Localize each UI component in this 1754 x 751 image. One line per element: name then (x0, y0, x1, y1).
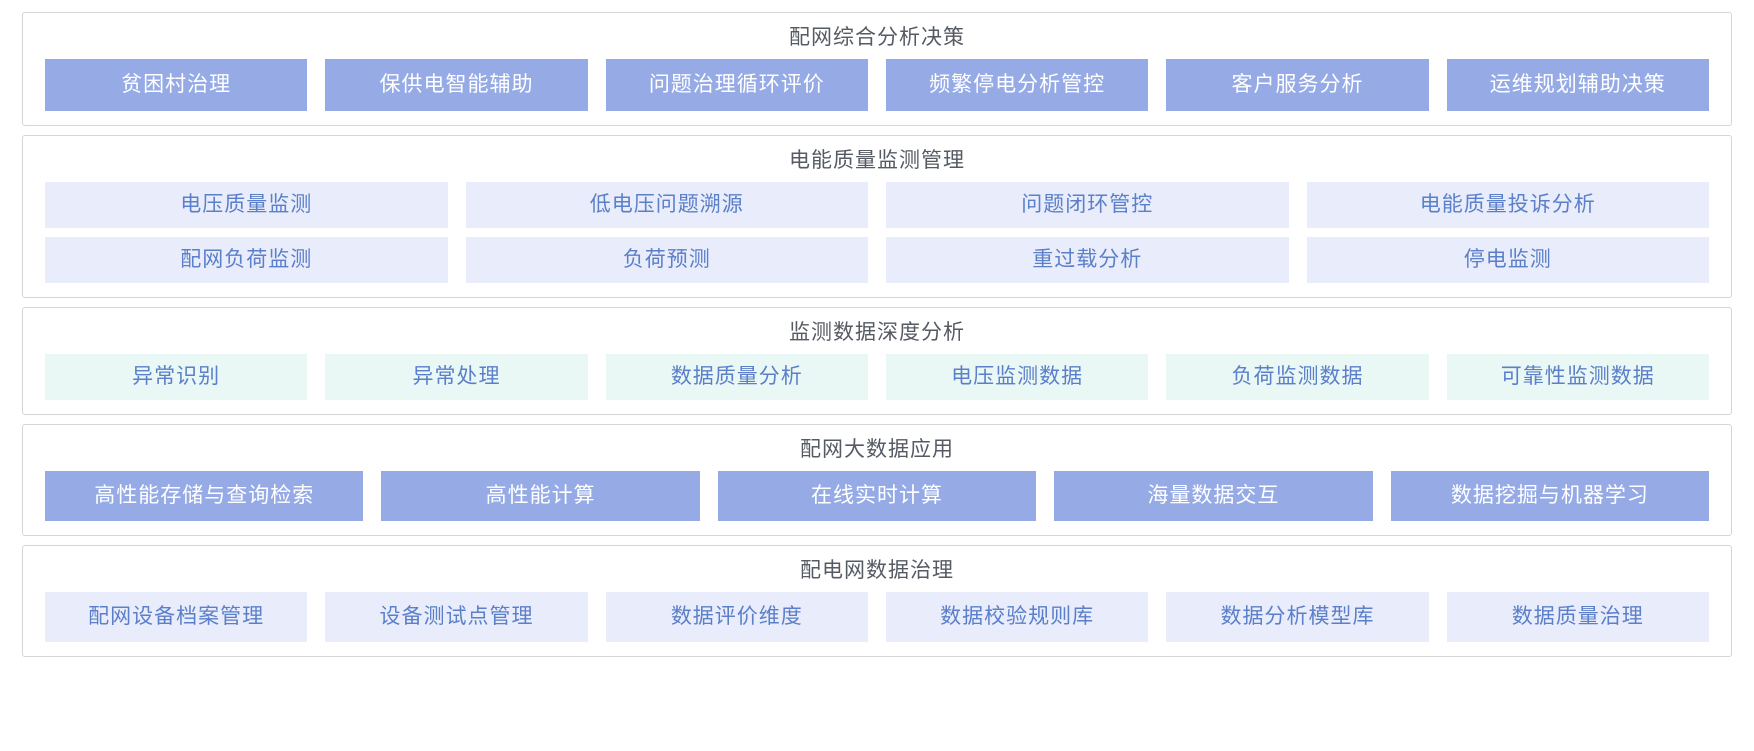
tile-button[interactable]: 高性能计算 (381, 471, 700, 521)
panel-peiwang-dashuju-yingyong: 配网大数据应用高性能存储与查询检索高性能计算在线实时计算海量数据交互数据挖掘与机… (22, 424, 1732, 536)
tile-button[interactable]: 设备测试点管理 (325, 592, 588, 642)
tile-button[interactable]: 问题闭环管控 (886, 182, 1289, 228)
tile-button[interactable]: 问题治理循环评价 (605, 59, 868, 111)
tile-button[interactable]: 数据质量分析 (605, 354, 868, 400)
panel-peiwang-zonghe-fenxi-juece: 配网综合分析决策贫困村治理保供电智能辅助问题治理循环评价频繁停电分析管控客户服务… (22, 12, 1732, 126)
tile-button[interactable]: 数据校验规则库 (885, 592, 1149, 642)
tile-button[interactable]: 可靠性监测数据 (1446, 354, 1709, 400)
tile-row: 贫困村治理保供电智能辅助问题治理循环评价频繁停电分析管控客户服务分析运维规划辅助… (45, 59, 1709, 111)
tile-button[interactable]: 数据质量治理 (1446, 592, 1709, 642)
tile-button[interactable]: 负荷预测 (465, 237, 868, 283)
tile-row: 配网设备档案管理设备测试点管理数据评价维度数据校验规则库数据分析模型库数据质量治… (45, 592, 1709, 642)
tile-button[interactable]: 数据挖掘与机器学习 (1390, 471, 1710, 521)
tile-row: 高性能存储与查询检索高性能计算在线实时计算海量数据交互数据挖掘与机器学习 (45, 471, 1710, 521)
tile-button[interactable]: 电能质量投诉分析 (1306, 182, 1709, 228)
panel-title-peiwang-zonghe-fenxi-juece: 配网综合分析决策 (789, 26, 965, 49)
panel-peidianwang-shuju-zhili: 配电网数据治理配网设备档案管理设备测试点管理数据评价维度数据校验规则库数据分析模… (22, 545, 1732, 657)
tile-button[interactable]: 异常识别 (45, 354, 308, 400)
tile-button[interactable]: 负荷监测数据 (1166, 354, 1429, 400)
tile-row: 电压质量监测低电压问题溯源问题闭环管控电能质量投诉分析 (45, 182, 1709, 228)
tile-button[interactable]: 异常处理 (325, 354, 588, 400)
tile-button[interactable]: 数据分析模型库 (1166, 592, 1429, 642)
tile-button[interactable]: 配网负荷监测 (45, 237, 448, 283)
tile-button[interactable]: 电压监测数据 (885, 354, 1149, 400)
tile-button[interactable]: 频繁停电分析管控 (885, 59, 1149, 111)
tile-button[interactable]: 在线实时计算 (717, 471, 1037, 521)
tile-row: 配网负荷监测负荷预测重过载分析停电监测 (45, 237, 1709, 283)
tile-button[interactable]: 客户服务分析 (1166, 59, 1429, 111)
tile-button[interactable]: 运维规划辅助决策 (1446, 59, 1709, 111)
panel-jiance-shuju-shendu-fenxi: 监测数据深度分析异常识别异常处理数据质量分析电压监测数据负荷监测数据可靠性监测数… (22, 307, 1732, 415)
panel-title-peidianwang-shuju-zhili: 配电网数据治理 (800, 559, 954, 582)
tile-button[interactable]: 数据评价维度 (605, 592, 868, 642)
tile-button[interactable]: 保供电智能辅助 (325, 59, 588, 111)
panel-title-dianneng-zhiliang-jiance-guanli: 电能质量监测管理 (789, 149, 965, 172)
tile-row: 异常识别异常处理数据质量分析电压监测数据负荷监测数据可靠性监测数据 (45, 354, 1709, 400)
tile-button[interactable]: 电压质量监测 (45, 182, 448, 228)
tile-button[interactable]: 贫困村治理 (45, 59, 308, 111)
panel-title-peiwang-dashuju-yingyong: 配网大数据应用 (800, 438, 954, 461)
tile-button[interactable]: 停电监测 (1306, 237, 1709, 283)
tile-button[interactable]: 配网设备档案管理 (45, 592, 308, 642)
panel-dianneng-zhiliang-jiance-guanli: 电能质量监测管理电压质量监测低电压问题溯源问题闭环管控电能质量投诉分析配网负荷监… (22, 135, 1732, 298)
tile-button[interactable]: 高性能存储与查询检索 (45, 471, 364, 521)
tile-button[interactable]: 海量数据交互 (1054, 471, 1373, 521)
tile-button[interactable]: 重过载分析 (886, 237, 1289, 283)
tile-button[interactable]: 低电压问题溯源 (465, 182, 868, 228)
panel-title-jiance-shuju-shendu-fenxi: 监测数据深度分析 (789, 321, 965, 344)
